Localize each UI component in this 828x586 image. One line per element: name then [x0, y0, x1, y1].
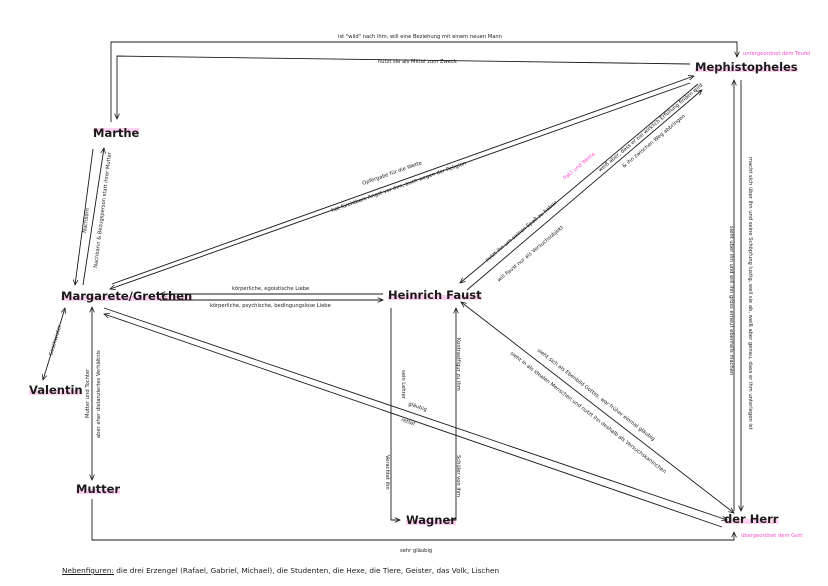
- label-herr-meph-macht: sieht über ihn und will ihn gross erneut…: [728, 226, 734, 375]
- edge-marthe-meph-top: [110, 41, 737, 122]
- label-faust-wagner-schueler: Schüler von ihm: [455, 455, 461, 497]
- node-herr: der Herr: [724, 512, 779, 526]
- label-faust-meph-versuch: will Faust nur als Versuchsobjekt: [496, 225, 564, 284]
- label-meph-herr-macht: macht sich über ihn und seine Schöpfung …: [747, 157, 753, 430]
- node-highlights: [29, 67, 798, 525]
- edge-marg-herr: [103, 307, 727, 520]
- edge-marthe-marg-2: [82, 148, 104, 286]
- edge-mutter-herr: [91, 499, 734, 541]
- label-wagner-faust-kontrast: Kontrastfigur zu ihm: [455, 338, 461, 391]
- edge-marthe-marg-1: [75, 148, 94, 285]
- node-wagner: Wagner: [406, 513, 456, 527]
- edges: [43, 41, 741, 541]
- label-marthe-marg-vertrauen: Nachbarin & Bezugsperson statt ihrer Mut…: [93, 151, 113, 268]
- label-mutter-herr-glaeubig: sehr gläubig: [400, 548, 432, 554]
- label-marthe-marg-nachbarn: Nachbarn: [82, 208, 91, 234]
- edge-marg-meph-2: [110, 82, 691, 289]
- label-meph-marthe-mittel: nutzt sie als Mittel zum Zweck: [378, 59, 457, 65]
- label-herr-marg-glaeubig: gläubig: [407, 401, 427, 413]
- edge-meph-marthe-top: [117, 55, 691, 119]
- label-top-marthe-meph: ist "wild" nach ihm, will eine Beziehung…: [338, 34, 502, 40]
- label-faust-wagner-lehrer: sein Lehrer: [400, 370, 406, 400]
- label-marg-faust-liebe: körperliche, psychische, bedingungslose …: [210, 303, 331, 309]
- node-margarete: Margarete/Gretchen: [61, 289, 192, 303]
- node-marthe: Marthe: [93, 126, 140, 140]
- footer-text: die drei Erzengel (Rafael, Gabriel, Mich…: [113, 566, 500, 575]
- label-faust-meph-spass: nutzt ihn um seinen Spaß zu haben: [484, 200, 558, 264]
- node-faust: Heinrich Faust: [388, 288, 482, 302]
- label-wagner-faust-verachtung: Verachtet ihn: [384, 455, 390, 490]
- label-faust-herr-ebenbild: sieht sich als Ebenbild Gottes, war früh…: [536, 348, 656, 443]
- label-faust-marg-egoist: körperliche, egoistische Liebe: [232, 286, 309, 292]
- label-herr-faust-ideal: sieht in als idealen Menschen und nutzt …: [509, 351, 667, 475]
- edge-faust-herr: [461, 302, 734, 513]
- edge-faust-meph-2: [466, 90, 702, 291]
- edge-marg-valentin: [43, 308, 65, 380]
- annotation-herr: übergeordnet dem Gott: [741, 533, 802, 539]
- label-meph-faust-ueberzeugt: weiß aber, dass er nie wirklich Erfüllun…: [597, 83, 704, 174]
- annotation-meph: untergeordnet dem Teufel: [743, 51, 810, 57]
- label-marg-mutter-verhaeltnis: aber eher distanziertes Verhältnis: [96, 350, 102, 438]
- footer-label: Nebenfiguren:: [62, 566, 114, 575]
- node-valentin: Valentin: [29, 383, 83, 397]
- label-meph-faust-pakt: Pakt und Wette: [562, 152, 596, 182]
- annotations: untergeordnet dem Teufel übergeordnet de…: [741, 51, 810, 539]
- edge-faust-wagner: [390, 308, 400, 520]
- node-mephistopheles: Mephistopheles: [695, 60, 798, 74]
- edge-marg-meph-1: [111, 76, 694, 285]
- edge-wagner-faust: [447, 308, 456, 521]
- footer-nebenfiguren: Nebenfiguren: die drei Erzengel (Rafael,…: [62, 566, 499, 575]
- label-herr-marg-rettet: rettet: [400, 417, 416, 427]
- label-marg-mutter-tochter: Mutter und Tochter: [85, 368, 91, 418]
- label-marg-valentin: Geschwister: [48, 324, 63, 357]
- edge-meph-faust-1: [460, 83, 699, 283]
- nodes: Marthe Margarete/Gretchen Valentin Mutte…: [29, 60, 798, 527]
- node-mutter: Mutter: [76, 482, 120, 496]
